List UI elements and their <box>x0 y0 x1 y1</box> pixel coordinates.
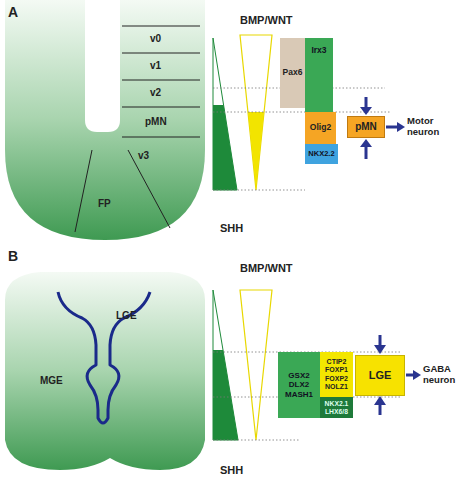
gradient-label: BMP/WNT <box>240 14 293 27</box>
gene-box: NKX2.2 <box>305 144 338 164</box>
node-text: pMN <box>355 121 377 133</box>
guide-line <box>213 440 300 441</box>
forebrain <box>5 272 205 470</box>
domain-label: v3 <box>138 150 149 162</box>
arrow-shaft <box>379 335 382 346</box>
gradient-label: SHH <box>220 464 243 477</box>
domain-label: v2 <box>150 87 161 99</box>
gradient-label: BMP/WNT <box>240 262 293 275</box>
domain-line <box>122 26 200 27</box>
gene-box: Olig2 <box>305 112 336 144</box>
domain-line <box>122 53 200 54</box>
domain-lines <box>75 26 200 232</box>
guide-line <box>213 190 305 191</box>
arrow-shaft <box>365 146 368 159</box>
bmp-gradient <box>240 290 272 440</box>
ventricle-outline <box>58 292 150 423</box>
gene-box: CTIP2 FOXP1 FOXP2 NOLZ1 <box>320 352 353 397</box>
node-text: CTIP2 FOXP1 FOXP2 NOLZ1 <box>320 358 353 390</box>
progenitor-box: pMN <box>347 116 385 138</box>
progenitor-box: LGE <box>355 355 405 396</box>
arrow-shaft <box>406 374 414 377</box>
panel-letter: B <box>8 248 18 264</box>
bmp-gradient <box>240 35 272 190</box>
domain-line <box>122 80 200 81</box>
shh-gradient-fill <box>213 350 238 440</box>
panel-letter: A <box>8 4 18 20</box>
domain-label: v0 <box>150 33 161 45</box>
region-label: MGE <box>40 375 63 387</box>
arrow-shaft <box>386 126 398 129</box>
arrow-head <box>374 396 386 405</box>
arrow-head <box>374 345 386 354</box>
gene-box: Pax6 <box>280 38 305 108</box>
neural-tube <box>5 0 205 240</box>
arrow-shaft <box>379 404 382 415</box>
domain-label: FP <box>98 198 111 210</box>
floorplate-line <box>75 150 92 232</box>
arrow-head <box>413 370 421 380</box>
guide-line <box>213 112 390 113</box>
node-text: GSX2 DLX2 MASH1 <box>278 371 320 399</box>
node-text: Olig2 <box>310 123 331 133</box>
gradient-label: SHH <box>220 222 243 235</box>
domain-line <box>122 107 200 108</box>
node-text: Irx3 <box>311 46 326 56</box>
outcome-label: Motor neuron <box>407 116 457 138</box>
gene-box: Irx3 <box>305 38 333 112</box>
domain-line <box>122 137 200 138</box>
shh-gradient-fill <box>213 105 237 190</box>
region-label: LGE <box>116 310 137 322</box>
node-text: LGE <box>369 369 392 382</box>
domain-label: v1 <box>150 60 161 72</box>
domain-label: pMN <box>145 116 167 128</box>
shh-gradient <box>213 38 237 190</box>
floorplate-line <box>128 150 170 228</box>
arrow-shaft <box>365 97 368 108</box>
arrow-head <box>397 122 405 132</box>
node-text: Pax6 <box>283 68 303 78</box>
shh-gradient <box>213 290 238 440</box>
gene-box: GSX2 DLX2 MASH1 <box>278 352 320 418</box>
arrow-head <box>360 139 372 147</box>
arrow-head <box>360 107 372 115</box>
node-text: NKX2.2 <box>308 150 334 159</box>
gene-box: NKX2.1 LHX6/8 <box>320 397 353 418</box>
lumen <box>85 0 120 132</box>
outcome-label: GABA neuron <box>423 364 471 386</box>
node-text: NKX2.1 LHX6/8 <box>320 400 353 416</box>
bmp-gradient-fill <box>248 112 264 190</box>
